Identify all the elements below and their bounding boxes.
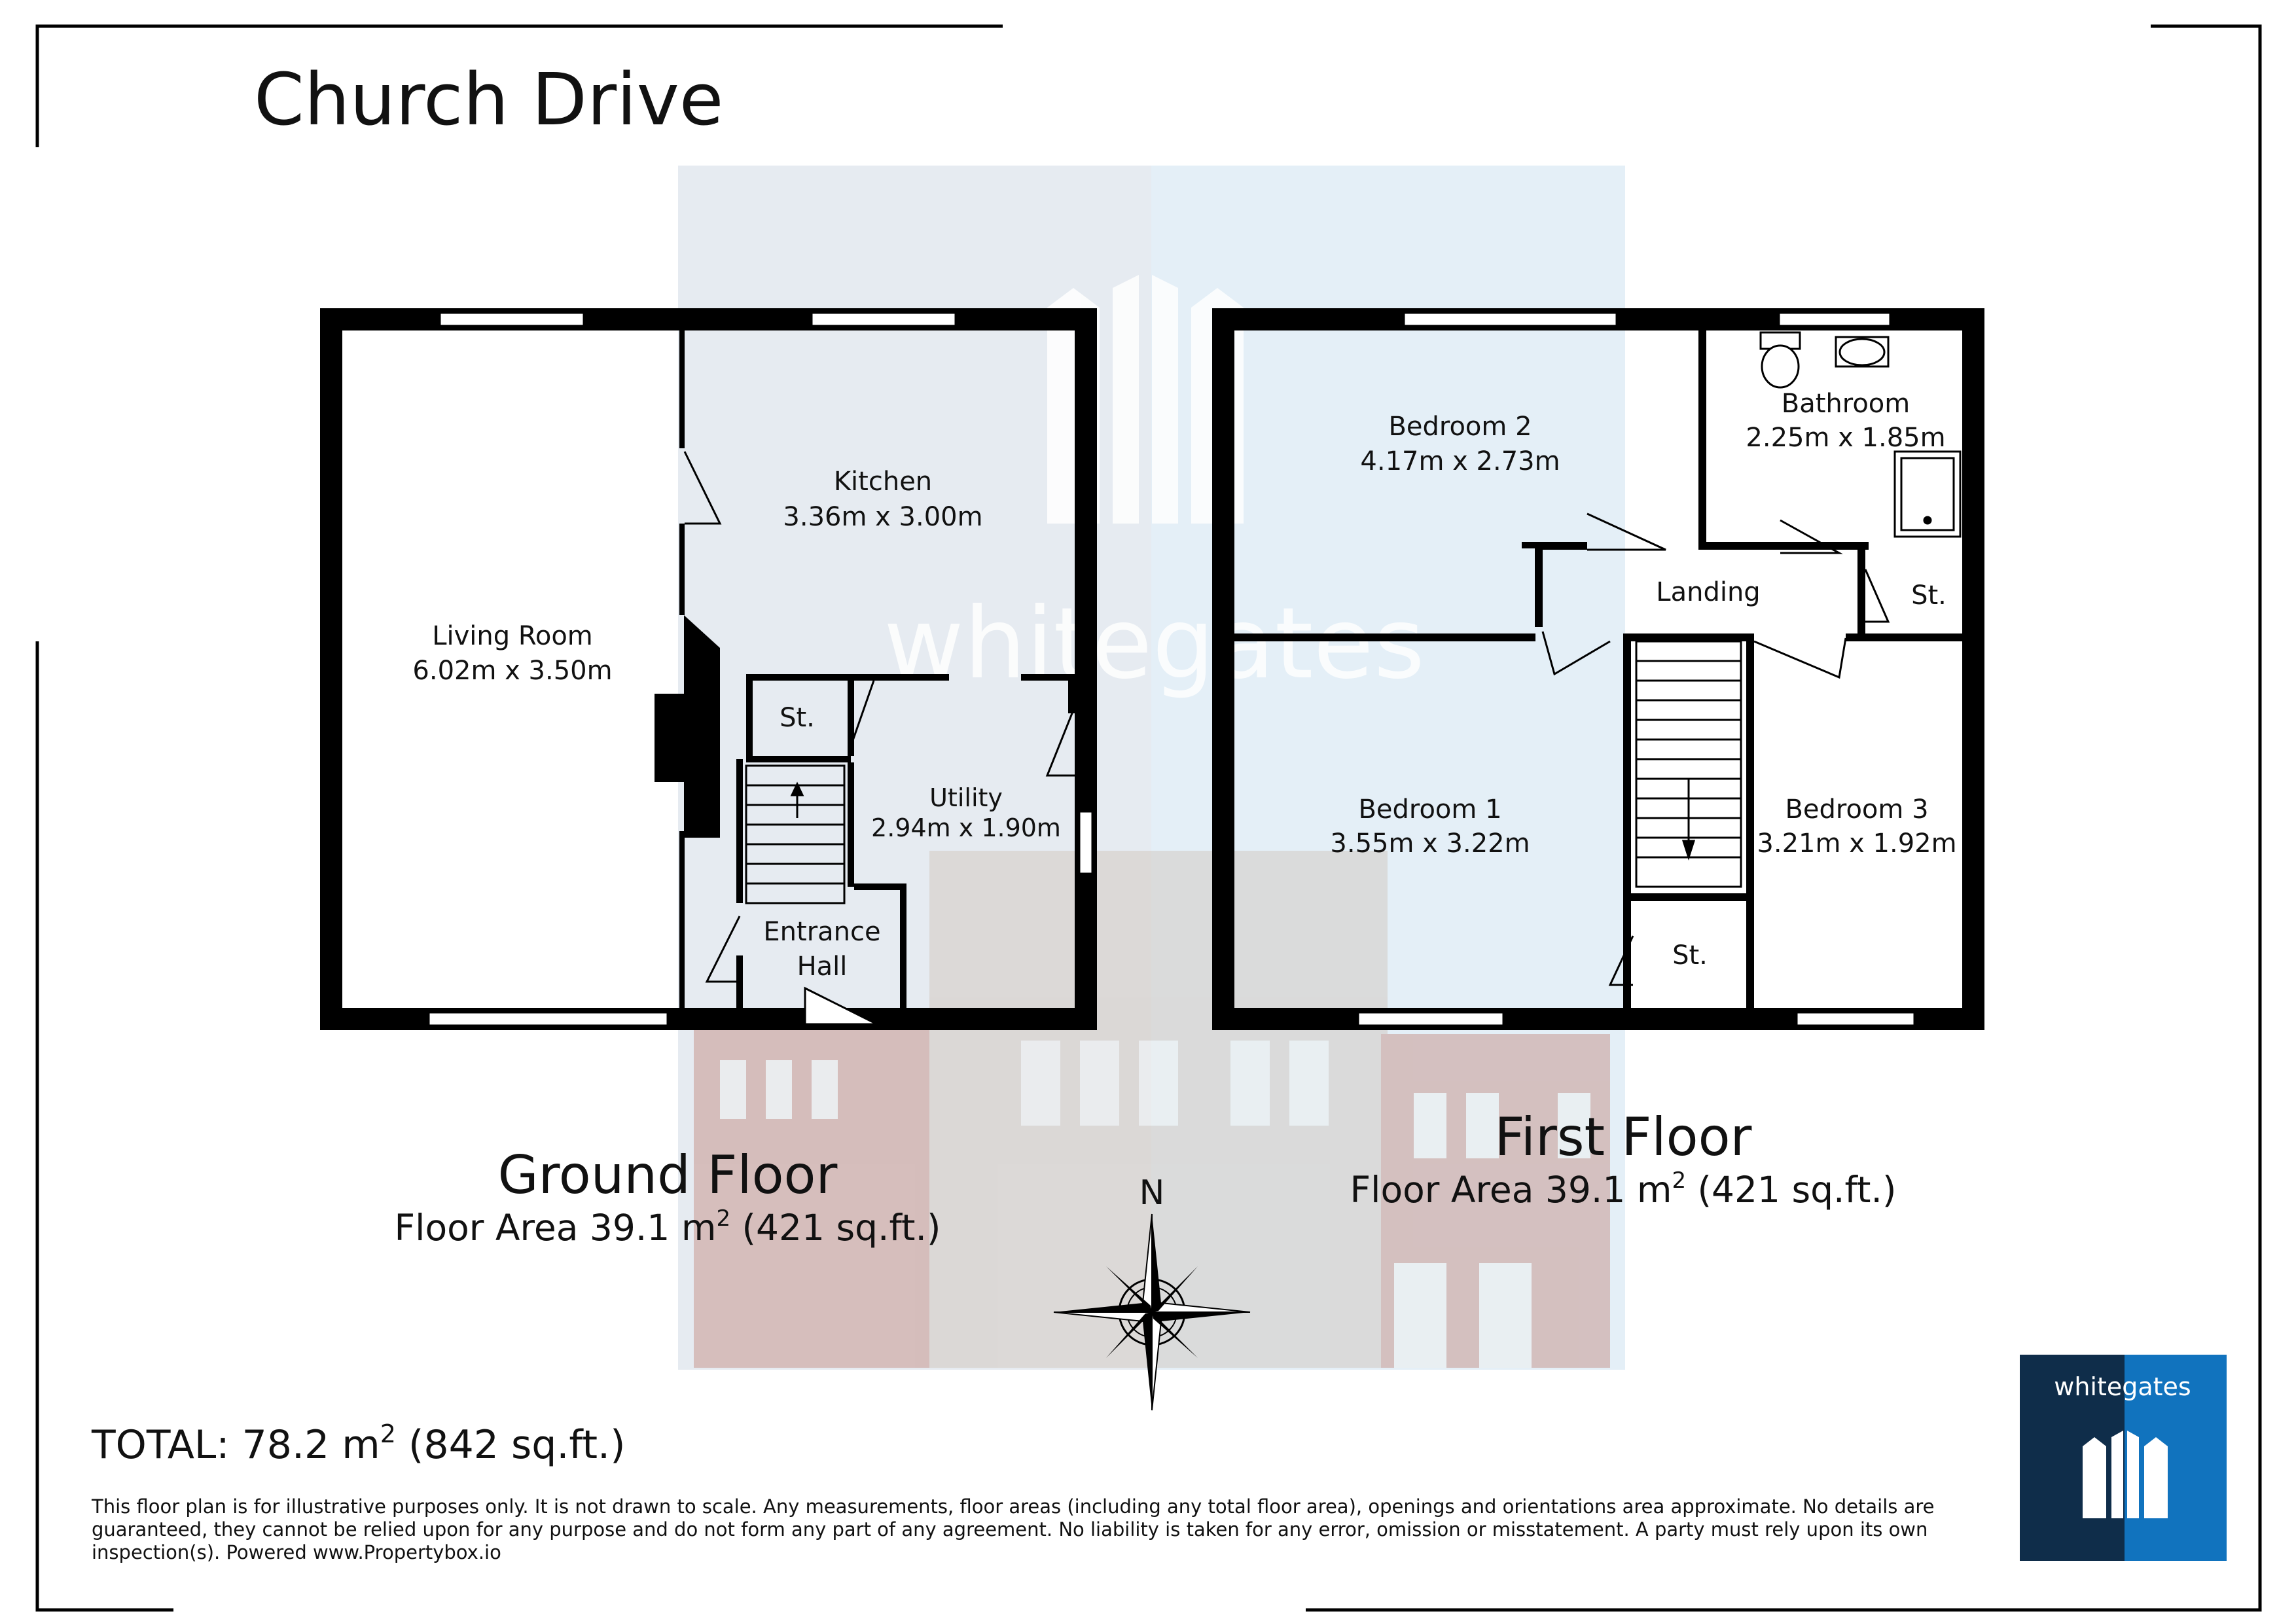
first-floor-area: Floor Area 39.1 m2 (421 sq.ft.) [1350,1168,1897,1211]
bedroom-1-label: Bedroom 1 [1358,794,1501,825]
first-floor-windows [1357,312,1916,1027]
svg-text:This floor plan is for illustr: This floor plan is for illustrative purp… [91,1495,1935,1518]
living-room-size: 6.02m x 3.50m [412,656,612,686]
ground-floor-windows [427,312,1094,1027]
first-floor-heading: First Floor [1495,1107,1752,1168]
page-title: Church Drive [254,58,723,141]
kitchen-label: Kitchen [834,467,932,497]
first-floor-stairs [1635,640,1742,888]
ground-floor-plan: Living Room 6.02m x 3.50m Kitchen 3.36m … [320,308,1097,1030]
logo-text: whitegates [2054,1372,2191,1401]
store-bottom-label: St. [1672,940,1708,971]
watermark-text: whitegates [884,587,1425,701]
disclaimer: This floor plan is for illustrative purp… [91,1495,1935,1563]
whitegates-logo: whitegates [2020,1355,2227,1561]
ground-floor-heading: Ground Floor [498,1145,838,1205]
page-frame [35,24,2262,1612]
store-right-label: St. [1911,580,1946,611]
compass-rose-icon: N [1053,1173,1251,1411]
utility-label: Utility [929,783,1003,812]
landing-label: Landing [1656,577,1760,607]
store-label: St. [780,703,815,733]
living-room-label: Living Room [432,621,593,651]
compass-north-label: N [1139,1173,1165,1213]
bedroom-2-label: Bedroom 2 [1388,412,1532,442]
utility-size: 2.94m x 1.90m [871,813,1061,842]
bedroom-1-size: 3.55m x 3.22m [1330,829,1530,859]
svg-text:guaranteed, they cannot be rel: guaranteed, they cannot be relied upon f… [92,1518,1928,1541]
first-floor-plan: Bedroom 2 4.17m x 2.73m Bathroom 2.25m x… [1212,308,1984,1030]
entrance-hall-label-2: Hall [797,952,848,982]
ground-floor-stairs [745,764,846,904]
total-floor-area: TOTAL: 78.2 m2 (842 sq.ft.) [91,1419,626,1468]
bathroom-fixtures [1759,331,1962,538]
first-floor-doors [1541,512,1890,986]
ground-floor-doors [683,451,1076,1026]
bedroom-3-size: 3.21m x 1.92m [1757,829,1956,859]
ground-floor-area: Floor Area 39.1 m2 (421 sq.ft.) [395,1205,941,1249]
entrance-hall-label: Entrance [763,917,880,947]
bathroom-size: 2.25m x 1.85m [1746,423,1945,453]
bedroom-2-size: 4.17m x 2.73m [1360,446,1560,476]
bathroom-label: Bathroom [1782,389,1910,419]
svg-text:inspection(s). Powered www.Pro: inspection(s). Powered www.Propertybox.i… [92,1541,501,1563]
kitchen-size: 3.36m x 3.00m [783,502,982,532]
bedroom-3-label: Bedroom 3 [1785,794,1928,825]
